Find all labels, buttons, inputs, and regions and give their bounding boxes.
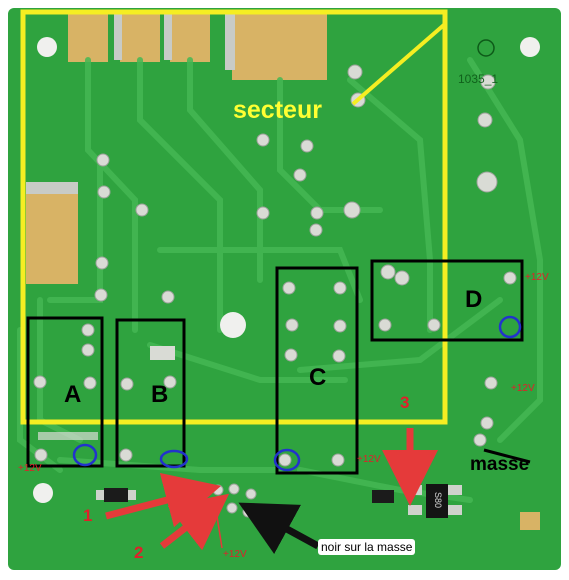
zone-b-box: [115, 318, 186, 468]
ic-marking: S80: [433, 491, 444, 509]
solder-pads: [33, 64, 517, 518]
plus12-label-bottom: +12V: [223, 549, 247, 560]
secteur-zone-box: [20, 9, 448, 425]
zone-d-box: [370, 259, 524, 342]
marker-3-label: 3: [400, 393, 410, 412]
pin-markers: [72, 315, 522, 472]
zone-b-label: B: [151, 381, 169, 408]
red-wire: [215, 509, 223, 549]
noir-masse-label: noir sur la masse: [318, 539, 416, 555]
masse-pointer: [483, 448, 531, 464]
zone-boxes: [26, 259, 524, 475]
arrow-2: [159, 493, 230, 551]
secteur-pointer-line: [351, 22, 447, 106]
left-connector: [26, 182, 78, 284]
secteur-label: secteur: [233, 96, 322, 124]
board-reference: 1035_1: [458, 72, 499, 86]
top-connectors: [68, 10, 327, 80]
zone-d-label: D: [465, 286, 483, 313]
zone-a-label: A: [64, 381, 82, 408]
plus12-label-d: +12V: [525, 272, 549, 283]
zone-a-box: [26, 316, 104, 468]
arrow-noir: [238, 502, 320, 554]
marker-2-label: 2: [134, 543, 144, 562]
mounting-holes: [33, 37, 540, 503]
masse-label: masse: [470, 454, 530, 475]
plus12-label-c: +12V: [357, 454, 381, 465]
zone-c-label: C: [309, 364, 327, 391]
marker-1-label: 1: [83, 506, 93, 525]
zone-c-box: [275, 266, 359, 475]
plus12-label-right: +12V: [511, 383, 535, 394]
plus12-label-a: +12V: [18, 463, 42, 474]
